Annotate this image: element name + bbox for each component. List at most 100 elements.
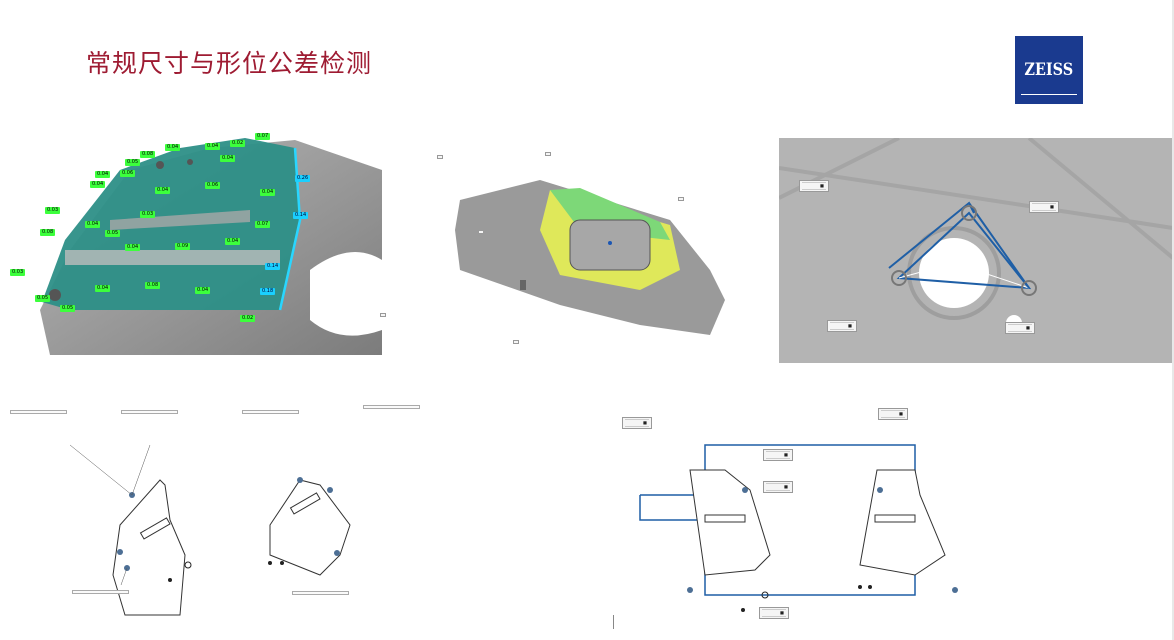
value-cell	[774, 609, 778, 617]
deviation-tag-blue: 0.18	[260, 288, 276, 295]
header-cell	[774, 483, 778, 484]
deviation-tag-green: 0.04	[220, 155, 236, 162]
value-cell	[766, 609, 770, 617]
deviation-tag-green: 0.02	[230, 140, 246, 147]
status-cell: ■	[641, 419, 649, 427]
circle-label	[72, 590, 129, 594]
header-cell	[782, 483, 790, 484]
value-cell	[766, 483, 770, 491]
header-cell	[1008, 324, 1012, 325]
label-table: ■	[766, 483, 790, 491]
value-cell	[1036, 203, 1040, 211]
header-cell	[838, 322, 842, 323]
status-cell: ■	[1024, 324, 1032, 332]
header-cell	[893, 410, 897, 411]
measurement-label: ■	[827, 320, 857, 332]
circle-label	[292, 591, 349, 595]
header-cell	[766, 483, 770, 484]
circle-label	[121, 410, 178, 414]
header-cell	[1020, 324, 1024, 325]
deviation-tag-green: 0.07	[255, 133, 271, 140]
header-cell	[1044, 203, 1048, 204]
header-cell	[842, 322, 846, 323]
label-table: ■	[625, 419, 649, 427]
part-outline-lengths	[639, 444, 958, 612]
header-cell	[762, 609, 766, 610]
header-cell	[1036, 203, 1040, 204]
zeiss-logo: ZEISS	[1015, 36, 1083, 104]
header-cell	[766, 609, 770, 610]
measurement-label: ■	[759, 607, 789, 619]
value-cell	[633, 419, 637, 427]
circle-label	[363, 405, 420, 409]
panel-distance-angle: ■■■■	[778, 136, 1174, 363]
deviation-tag-green: 0.04	[155, 187, 171, 194]
header-cell	[1048, 203, 1056, 204]
header-cell	[1024, 324, 1032, 325]
deviation-tag-green: 0.06	[205, 182, 221, 189]
measurement-label: ■	[1005, 322, 1035, 334]
header-cell	[881, 410, 885, 411]
slide-edge	[1172, 0, 1174, 640]
deviation-tag-green: 0.04	[205, 143, 221, 150]
deviation-tag-green: 0.02	[240, 315, 256, 322]
status-cell: ■	[1048, 203, 1056, 211]
value-cell	[1016, 324, 1020, 332]
value-cell	[778, 451, 782, 459]
deviation-tag-green: 0.06	[120, 170, 136, 177]
header-cell	[1032, 203, 1036, 204]
label-table: ■	[762, 609, 786, 617]
status-cell: ■	[897, 410, 905, 418]
value-cell	[838, 322, 842, 330]
header-cell	[897, 410, 905, 411]
header-cell	[889, 410, 893, 411]
value-cell	[806, 182, 810, 190]
label-table: ■	[766, 451, 790, 459]
value-cell	[1040, 203, 1044, 211]
part-outline-right	[268, 477, 351, 576]
value-cell	[770, 609, 774, 617]
header-cell	[834, 322, 838, 323]
measurement-label: ■	[878, 408, 908, 420]
value-cell	[842, 322, 846, 330]
header-cell	[885, 410, 889, 411]
panel-lengths: ■ ■ ■ ■ ■	[615, 405, 995, 635]
deviation-tag-blue: 0.14	[293, 212, 309, 219]
deviation-tag-green: 0.04	[165, 144, 181, 151]
header-cell	[770, 483, 774, 484]
deviation-tag-green: 0.05	[105, 230, 121, 237]
value-cell	[762, 609, 766, 617]
value-cell	[1020, 324, 1024, 332]
circle-label	[10, 410, 67, 414]
slide-divider-left	[613, 615, 614, 629]
value-cell	[810, 182, 814, 190]
measurement-label	[478, 230, 484, 234]
header-cell	[782, 451, 790, 452]
label-table: ■	[830, 322, 854, 330]
header-cell	[629, 419, 633, 420]
measurement-label: ■	[622, 417, 652, 429]
deviation-tag-green: 0.04	[225, 238, 241, 245]
deviation-tag-green: 0.07	[255, 221, 271, 228]
measurement-label: ■	[763, 449, 793, 461]
value-cell	[778, 483, 782, 491]
header-cell	[633, 419, 637, 420]
circle-label	[242, 410, 299, 414]
panel-planes	[380, 150, 750, 365]
part-color-render	[455, 180, 725, 335]
deviation-tag-green: 0.04	[95, 285, 111, 292]
value-cell	[1012, 324, 1016, 332]
header-cell	[814, 182, 818, 183]
header-cell	[770, 451, 774, 452]
header-cell	[778, 609, 786, 610]
measurement-label	[545, 152, 551, 156]
panel-circles-left	[10, 405, 220, 635]
header-cell	[1012, 324, 1016, 325]
deviation-tag-green: 0.03	[45, 207, 61, 214]
deviation-tag-green: 0.05	[35, 295, 51, 302]
deviation-tag-green: 0.08	[40, 229, 56, 236]
header-cell	[810, 182, 814, 183]
measurement-label: ■	[763, 481, 793, 493]
header-cell	[625, 419, 629, 420]
status-cell: ■	[846, 322, 854, 330]
